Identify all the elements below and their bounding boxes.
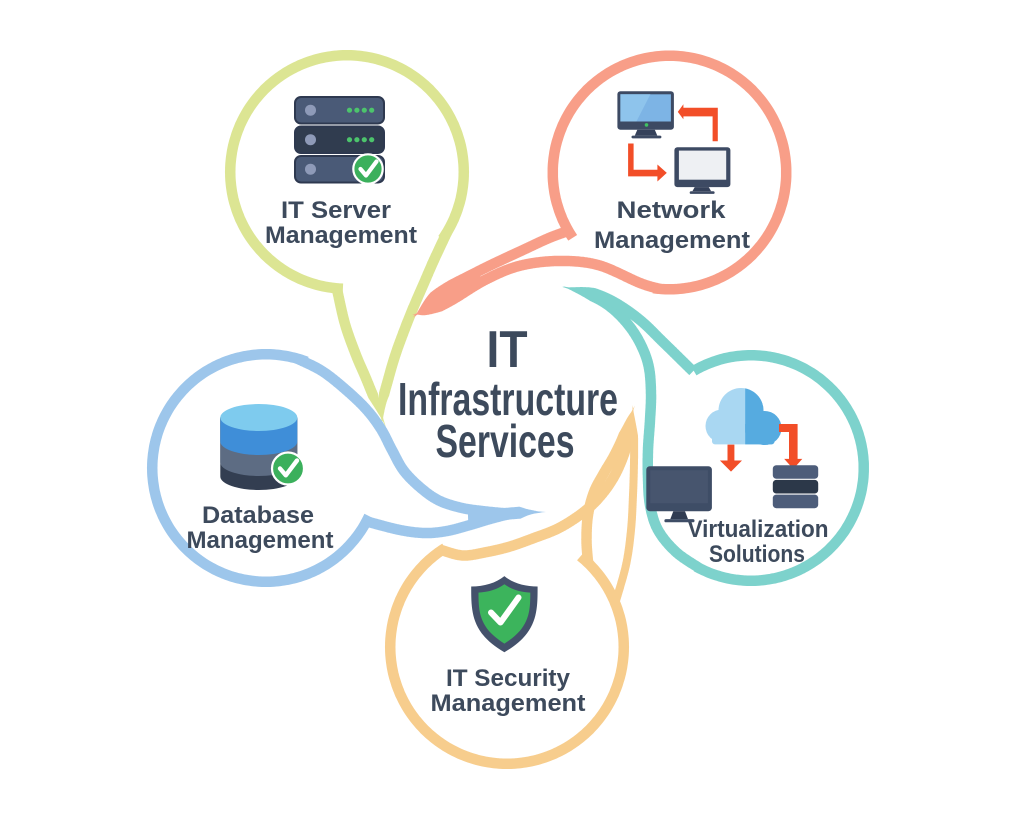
- svg-text:Management: Management: [187, 527, 334, 554]
- svg-text:Network: Network: [617, 197, 726, 224]
- svg-text:Infrastructure: Infrastructure: [398, 373, 618, 425]
- svg-text:Services: Services: [436, 415, 575, 467]
- svg-text:IT Security: IT Security: [446, 665, 570, 692]
- svg-text:IT: IT: [487, 321, 528, 379]
- svg-text:Solutions: Solutions: [709, 541, 805, 568]
- svg-text:Management: Management: [265, 222, 417, 249]
- svg-text:Management: Management: [431, 690, 586, 717]
- svg-text:Management: Management: [594, 227, 750, 254]
- svg-text:Database: Database: [202, 502, 314, 529]
- svg-text:IT Server: IT Server: [281, 197, 391, 224]
- svg-text:Virtualization: Virtualization: [688, 516, 829, 543]
